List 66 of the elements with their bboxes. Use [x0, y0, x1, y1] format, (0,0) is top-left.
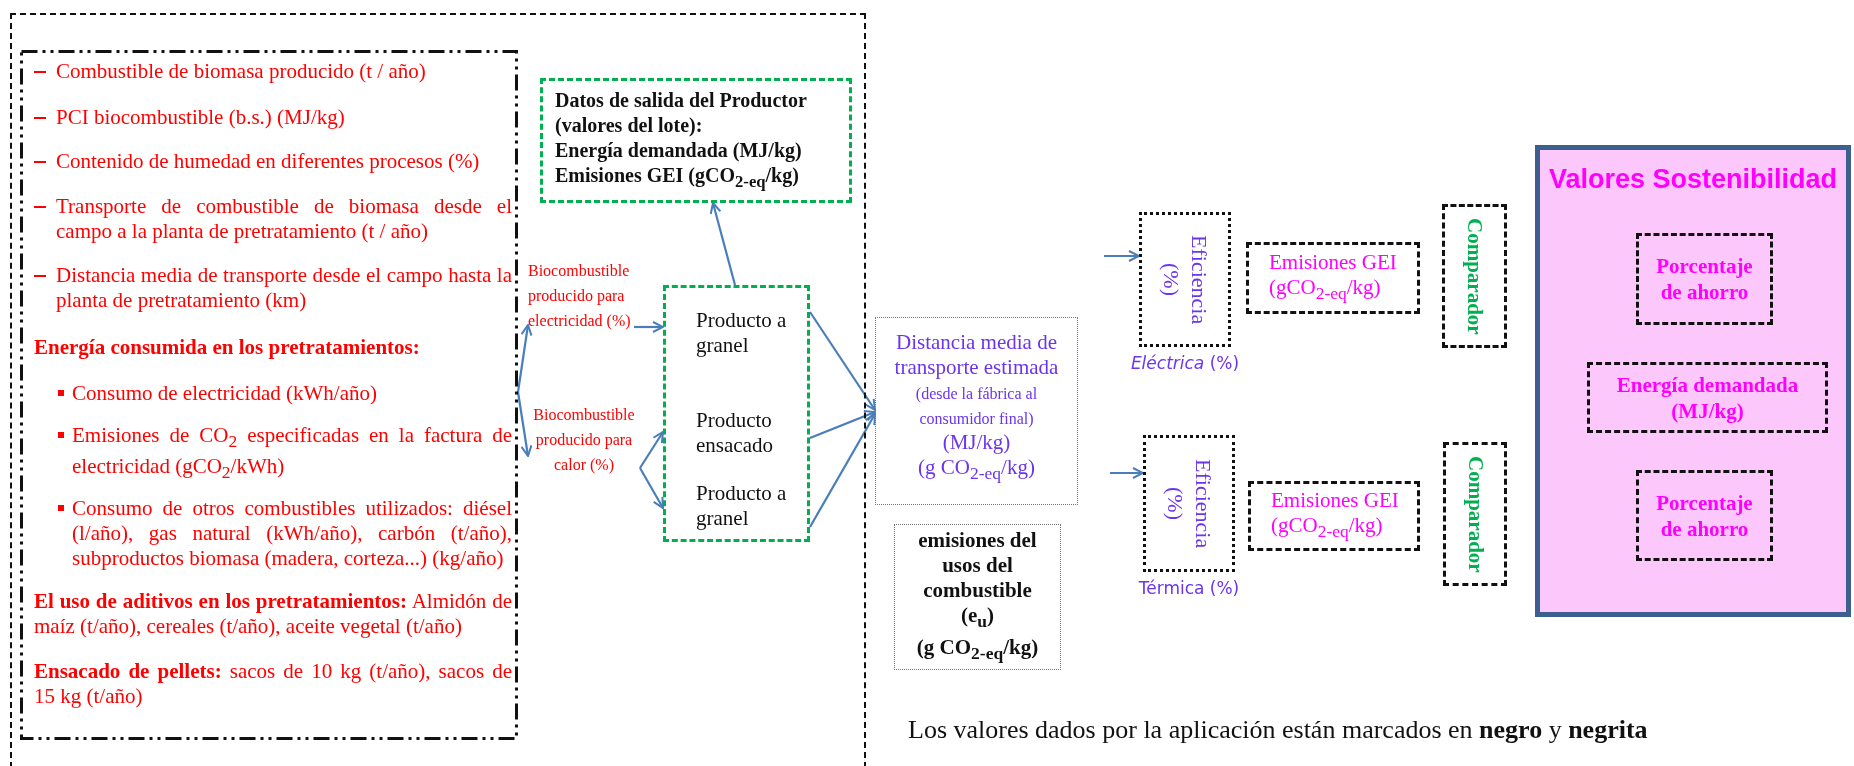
input-item: PCI biocombustible (b.s.) (MJ/kg) — [34, 105, 512, 130]
box-text: emisiones del usos del combustible — [917, 528, 1038, 604]
vertical-text: (%) — [1162, 487, 1187, 520]
input-item: Emisiones de CO$_{2}$ especificadas en la factura de electricidad (gCO$_{2}$/kWh) — [58, 423, 512, 486]
box-text: (g CO$_{2-eq}$/kg) — [917, 455, 1036, 486]
box-text: (desde la fábrica al consumidor final) — [915, 385, 1038, 427]
arrow — [639, 467, 664, 509]
value-box — [1587, 362, 1828, 433]
box-text: (e$_{u}$) — [960, 603, 995, 634]
output-text: Datos de salida del Productor (valores del lote): — [555, 87, 808, 138]
input-item: Transporte de combustible de biomasa desde el campo a la planta de pretratamiento (t / año) — [34, 194, 512, 244]
arrow — [1110, 467, 1144, 479]
input-item: Combustible de biomasa producido (t / año) — [34, 59, 512, 84]
value-box — [1636, 233, 1773, 325]
flow-label: Biocombustible producido para electricidad (%) — [528, 258, 634, 382]
box-text: (MJ/kg) — [941, 430, 1012, 455]
arrow — [634, 321, 664, 333]
product-label: Producto ensacado — [663, 400, 810, 465]
dashed-frame — [10, 13, 866, 766]
input-item: Ensacado de pellets: sacos de 10 kg (t/año), sacos de 15 kg (t/año) — [34, 659, 512, 709]
vertical-text: Eficiencia — [1187, 234, 1212, 325]
ghg-box — [1248, 481, 1420, 551]
arrow — [1104, 250, 1140, 262]
output-text: Energía demandada (MJ/kg) — [555, 137, 803, 163]
arrow — [709, 202, 737, 286]
mode-label: Térmica (%) — [1138, 578, 1240, 598]
flow-label: Biocombustible producido para calor (%) — [528, 402, 640, 526]
arrow — [639, 431, 664, 469]
box-text: Energía demandada (MJ/kg) — [1615, 371, 1800, 424]
product-label: Producto a granel — [663, 475, 810, 537]
arrow — [516, 391, 533, 457]
box-text: Emisiones GEI (gCO$_{2-eq}$/kg) — [1271, 487, 1400, 544]
arrow — [809, 410, 876, 440]
box-text: Emisiones GEI (gCO$_{2-eq}$/kg) — [1269, 249, 1398, 306]
vertical-text: Eficiencia — [1191, 458, 1216, 549]
input-item: Distancia media de transporte desde el campo hasta la planta de pretratamiento (km) — [34, 263, 512, 313]
ghg-box — [1246, 242, 1420, 314]
input-item: Consumo de electricidad (kWh/año) — [58, 381, 512, 406]
box-text: Distancia media de transporte estimada — [894, 330, 1059, 379]
vertical-text: (%) — [1158, 263, 1183, 296]
box-text: Porcentaje de ahorro — [1655, 489, 1754, 542]
emissions-box — [894, 524, 1061, 670]
input-item: El uso de aditivos en los pretratamientos: Almidón de maíz (t/año), cereales (t/año), aceite vegetal (t/año) — [34, 589, 512, 639]
mode-label: Eléctrica (%) — [1130, 353, 1240, 373]
sustainability-panel — [1535, 145, 1851, 617]
transport-box — [875, 317, 1078, 505]
output-box — [663, 285, 810, 542]
panel-title: Valores Sostenibilidad — [1547, 164, 1839, 195]
value-box — [1636, 470, 1773, 561]
comparator-box — [1442, 204, 1507, 348]
note-text: Los valores dados por la aplicación están marcados en negro y negrita — [908, 715, 1648, 745]
box-text: (g CO$_{2-eq}$/kg) — [916, 634, 1039, 665]
arrow — [516, 324, 533, 393]
output-text: Emisiones GEI (gCO$_{2-eq}$/kg) — [555, 162, 800, 193]
vertical-text: Comparador — [1463, 455, 1487, 573]
arrow — [809, 311, 876, 411]
input-item: Contenido de humedad en diferentes procesos (%) — [34, 149, 512, 174]
comparator-box — [1443, 442, 1507, 586]
box-text: Porcentaje de ahorro — [1655, 253, 1754, 305]
vertical-text: Comparador — [1462, 217, 1487, 335]
product-label: Producto a granel — [663, 300, 810, 365]
arrow — [809, 413, 876, 528]
input-data-box — [20, 50, 518, 740]
input-item: Consumo de otros combustibles utilizados: diésel (l/año), gas natural (kWh/año), carbón (t/año), subproductos biomasa (madera, corteza...) (kg/año) — [58, 496, 512, 571]
section-heading: Energía consumida en los pretratamientos: — [34, 335, 421, 360]
output-box — [540, 78, 852, 203]
